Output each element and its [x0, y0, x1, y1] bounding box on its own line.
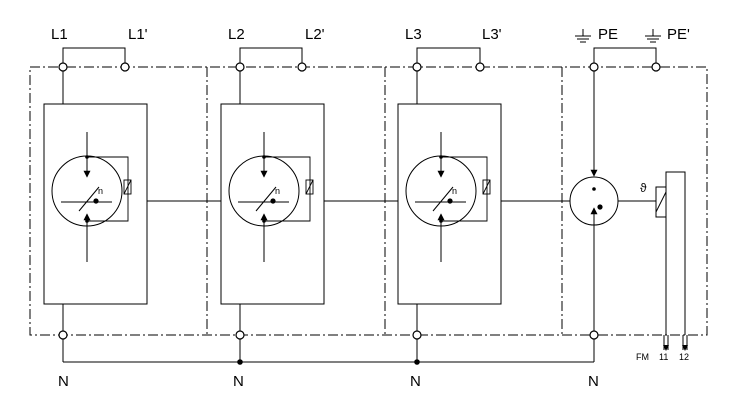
- terminal-l2: [235, 62, 245, 72]
- remote-signal-contact-11: [663, 335, 669, 351]
- neutral-bus: [63, 359, 594, 365]
- contact-label-12: 12: [679, 352, 689, 362]
- terminal-pe: [589, 62, 599, 72]
- varistor-mark: n: [275, 186, 280, 196]
- terminal-n2: [235, 330, 245, 340]
- terminal-l3: [412, 62, 422, 72]
- terminal-n4: [589, 330, 599, 340]
- module-l1: L1 L1' n N: [43, 26, 148, 390]
- neutral-label-4: N: [588, 373, 599, 390]
- contact-label-11: 11: [659, 352, 668, 362]
- terminal-l2-prime: [297, 62, 307, 72]
- terminal-label-l2: L2: [228, 26, 245, 43]
- earth-icon: [645, 29, 661, 43]
- terminal-l1: [58, 62, 68, 72]
- terminal-label-l3-prime: L3': [482, 26, 502, 43]
- terminal-label-l2-prime: L2': [305, 26, 325, 43]
- module-l2: L2 L2' n N: [220, 26, 325, 390]
- terminal-n1: [58, 330, 68, 340]
- thermal-symbol: ϑ: [640, 181, 647, 195]
- neutral-label-3: N: [410, 373, 421, 390]
- varistor-mark: n: [98, 186, 103, 196]
- earth-icon: [575, 29, 591, 43]
- terminal-l3-prime: [475, 62, 485, 72]
- module-pe: PE PE' ϑ FM: [569, 26, 690, 390]
- module-l3: L3 L3' n N: [397, 26, 502, 390]
- neutral-label-1: N: [58, 373, 69, 390]
- terminal-label-l3: L3: [405, 26, 422, 43]
- terminal-l1-prime: [120, 62, 130, 72]
- terminal-label-pe: PE: [598, 26, 618, 43]
- terminal-n3: [412, 330, 422, 340]
- terminal-label-l1-prime: L1': [128, 26, 148, 43]
- varistor-mark: n: [452, 186, 457, 196]
- neutral-label-2: N: [233, 373, 244, 390]
- remote-signal-contact-12: [682, 335, 688, 351]
- terminal-label-pe-prime: PE': [667, 26, 690, 43]
- remote-signal-label: FM: [636, 352, 649, 362]
- terminal-label-l1: L1: [51, 26, 68, 43]
- terminal-pe-prime: [651, 62, 661, 72]
